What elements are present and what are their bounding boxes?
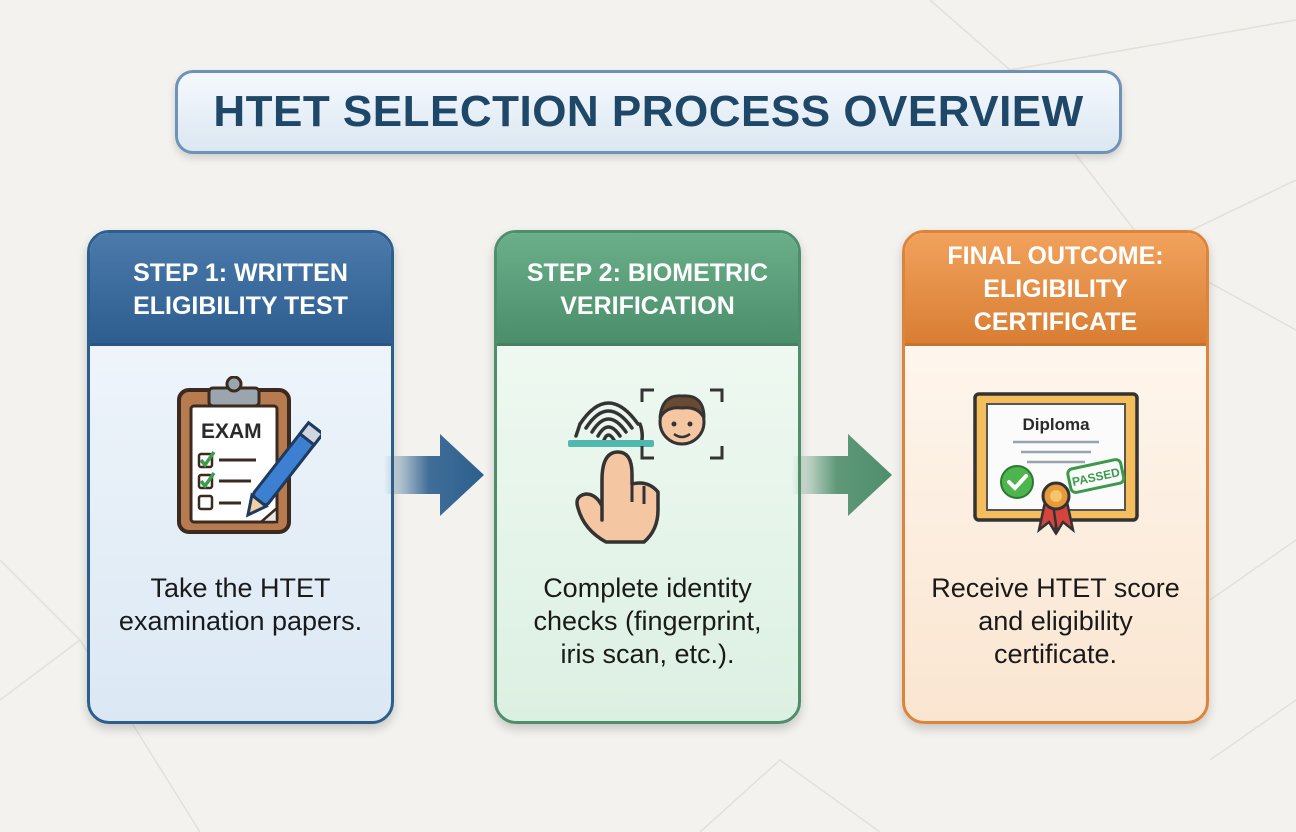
header-line: ELIGIBILITY TEST — [133, 291, 348, 320]
description-line: Take the HTET — [150, 573, 331, 603]
header-line: STEP 1: WRITTEN — [133, 258, 348, 287]
title-banner: HTET SELECTION PROCESS OVERVIEW — [175, 70, 1122, 154]
step-card-final-outcome: FINAL OUTCOME: ELIGIBILITY CERTIFICATE D… — [902, 230, 1209, 724]
step-card-body: EXAM Take the HTET examination papers. — [90, 346, 391, 721]
arrow-right-icon — [384, 434, 484, 516]
description-line: iris scan, etc.). — [560, 639, 735, 669]
step-card-header: STEP 2: BIOMETRIC VERIFICATION — [497, 233, 798, 346]
step-description: Complete identity checks (fingerprint, i… — [497, 572, 798, 671]
description-line: and eligibility — [978, 606, 1133, 636]
diploma-label: Diploma — [1022, 415, 1090, 434]
header-line: FINAL OUTCOME: — [947, 242, 1164, 270]
step-card-header: STEP 1: WRITTEN ELIGIBILITY TEST — [90, 233, 391, 346]
exam-clipboard-icon: EXAM — [176, 376, 321, 534]
step-card-body: Diploma PASSED Receive HTET score and el… — [905, 346, 1206, 721]
arrow-right-icon — [792, 434, 892, 516]
step-card-header: FINAL OUTCOME: ELIGIBILITY CERTIFICATE — [905, 233, 1206, 346]
description-line: certificate. — [993, 639, 1118, 669]
step-card-written-test: STEP 1: WRITTEN ELIGIBILITY TEST EXAM — [87, 230, 394, 724]
description-line: Receive HTET score — [931, 573, 1180, 603]
header-line: STEP 2: BIOMETRIC — [526, 258, 769, 287]
description-line: examination papers. — [118, 606, 363, 636]
step-description: Receive HTET score and eligibility certi… — [905, 572, 1206, 671]
header-line: CERTIFICATE — [973, 308, 1138, 336]
step-card-body: Complete identity checks (fingerprint, i… — [497, 346, 798, 721]
step-card-biometric: STEP 2: BIOMETRIC VERIFICATION — [494, 230, 801, 724]
step-description: Take the HTET examination papers. — [90, 572, 391, 638]
exam-label: EXAM — [201, 420, 262, 443]
description-line: checks (fingerprint, — [533, 606, 762, 636]
header-line: ELIGIBILITY — [983, 275, 1128, 303]
diploma-certificate-icon: Diploma PASSED — [972, 392, 1139, 536]
description-line: Complete identity — [543, 573, 752, 603]
fingerprint-face-scan-icon — [567, 388, 723, 544]
header-line: VERIFICATION — [560, 291, 735, 320]
page-title: HTET SELECTION PROCESS OVERVIEW — [213, 87, 1084, 136]
